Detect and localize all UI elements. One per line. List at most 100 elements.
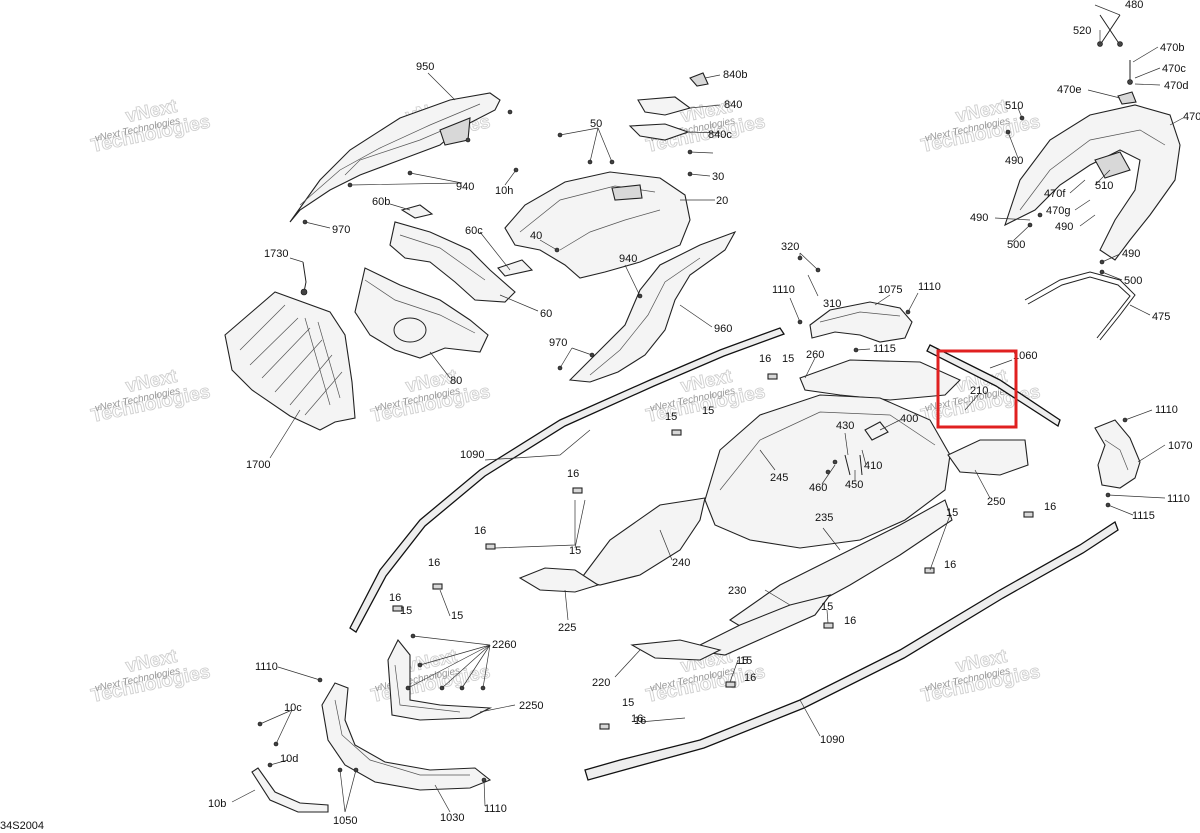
- clip: [572, 487, 583, 494]
- part-470c-shape: [1127, 79, 1133, 85]
- clip: [392, 605, 403, 612]
- callout-label: 40: [530, 230, 542, 242]
- callout-label: 50: [590, 118, 602, 130]
- callout-label: 250: [987, 496, 1005, 508]
- callout-label: 450: [845, 479, 863, 491]
- callout-label: 470e: [1057, 84, 1081, 96]
- callout-label: 490: [1055, 221, 1073, 233]
- callout-label: 1730: [264, 248, 288, 260]
- part-20-detail: [611, 184, 643, 201]
- callout-label: 1050: [333, 815, 357, 827]
- callout-label: 1700: [246, 459, 270, 471]
- part-475-shape: [1027, 276, 1131, 339]
- clip: [1023, 511, 1034, 518]
- part-1730-shape: [302, 261, 307, 293]
- part-1730-detail: [300, 288, 308, 296]
- callout-label: 490: [1122, 248, 1140, 260]
- callout-label: 470c: [1162, 63, 1186, 75]
- part-1070-shape: [1094, 419, 1141, 489]
- part-470-detail: [1019, 129, 1166, 211]
- callout-label: 470f: [1044, 188, 1066, 200]
- part-2250-detail: [394, 664, 461, 713]
- part-470-detail: [1094, 151, 1131, 179]
- callout-label: 260: [806, 349, 824, 361]
- watermark: Technologies vNext Technologies vNext: [89, 95, 213, 157]
- callout-label: 16: [1044, 501, 1056, 513]
- clip: [823, 622, 834, 629]
- watermark: Technologies vNext Technologies vNext: [89, 645, 213, 707]
- callout-label: 235: [815, 512, 833, 524]
- clip: [924, 567, 935, 574]
- clip-markers: [392, 373, 1034, 730]
- part-480-shape: [1099, 14, 1121, 46]
- part-2250-shape: [387, 638, 493, 721]
- callout-label: 15: [702, 405, 714, 417]
- callout-label: 15: [400, 605, 412, 617]
- callout-label: 1115: [1132, 510, 1155, 522]
- callout-label: 15: [821, 601, 833, 613]
- clip: [767, 373, 778, 380]
- callout-label: 20: [716, 195, 728, 207]
- callout-label: 1090: [460, 449, 484, 461]
- watermark: Technologies vNext Technologies vNext: [919, 645, 1043, 707]
- callout-label: 210: [970, 385, 988, 397]
- callout-label: 16: [567, 468, 579, 480]
- callout-label: 2260: [492, 639, 516, 651]
- callout-label: 320: [781, 241, 799, 253]
- part-960-detail: [589, 257, 701, 376]
- leader-lines: [231, 4, 1184, 813]
- callout-label: 470b: [1160, 42, 1184, 54]
- part-60c-shape: [497, 259, 534, 277]
- part-20-detail: [559, 209, 661, 251]
- watermark: Technologies vNext Technologies vNext: [369, 365, 493, 427]
- callout-label: 16: [844, 615, 856, 627]
- callout-label: 15: [569, 545, 581, 557]
- part-470-shape: [1004, 104, 1181, 261]
- callout-label: 16: [634, 715, 646, 727]
- part-840-shape: [637, 96, 692, 116]
- callout-label: 1070: [1168, 440, 1192, 452]
- callout-label: 950: [416, 61, 434, 73]
- callout-label: 15: [451, 610, 463, 622]
- callout-label: 1075: [878, 284, 902, 296]
- part-1090-rail-left: [349, 327, 785, 633]
- part-80-detail: [393, 317, 427, 343]
- callout-label: 240: [672, 557, 690, 569]
- part-430-shape: [844, 454, 863, 476]
- part-1070-detail: [1104, 439, 1129, 471]
- callout-label: 16: [759, 353, 771, 365]
- callout-label: 470g: [1046, 205, 1070, 217]
- callout-label: 80: [450, 375, 462, 387]
- callout-label: 1110: [918, 281, 941, 293]
- part-1700-shape: [224, 291, 356, 431]
- callout-label: 840c: [708, 129, 732, 141]
- callout-label: 1030: [440, 812, 464, 824]
- part-60-detail: [399, 234, 486, 281]
- part-80-shape: [354, 267, 489, 359]
- part-840b-shape: [689, 72, 709, 87]
- screw: [832, 459, 838, 465]
- part-840c-shape: [628, 123, 690, 141]
- callout-label: 1090: [820, 734, 844, 746]
- part-240-shape: [579, 497, 706, 586]
- callout-label: 15: [736, 655, 748, 667]
- callout-label: 16: [474, 525, 486, 537]
- part-250-shape: [947, 439, 1029, 476]
- callout-label: 480: [1125, 0, 1143, 11]
- callout-label: 310: [823, 298, 841, 310]
- part-225-shape: [518, 567, 600, 593]
- part-245-detail: [719, 411, 936, 491]
- callout-label: 1110: [484, 803, 507, 815]
- part-230-shape: [688, 594, 832, 656]
- part-1030-detail: [334, 699, 470, 776]
- callout-label: 60b: [372, 196, 390, 208]
- callout-label: 520: [1073, 25, 1091, 37]
- callout-label: 970: [332, 224, 350, 236]
- callout-label: 60c: [465, 225, 483, 237]
- callout-label: 840b: [723, 69, 747, 81]
- callout-label: 245: [770, 472, 788, 484]
- callout-label: 490: [1005, 155, 1023, 167]
- watermark: Technologies vNext Technologies vNext: [89, 365, 213, 427]
- callout-label: 16: [631, 713, 643, 725]
